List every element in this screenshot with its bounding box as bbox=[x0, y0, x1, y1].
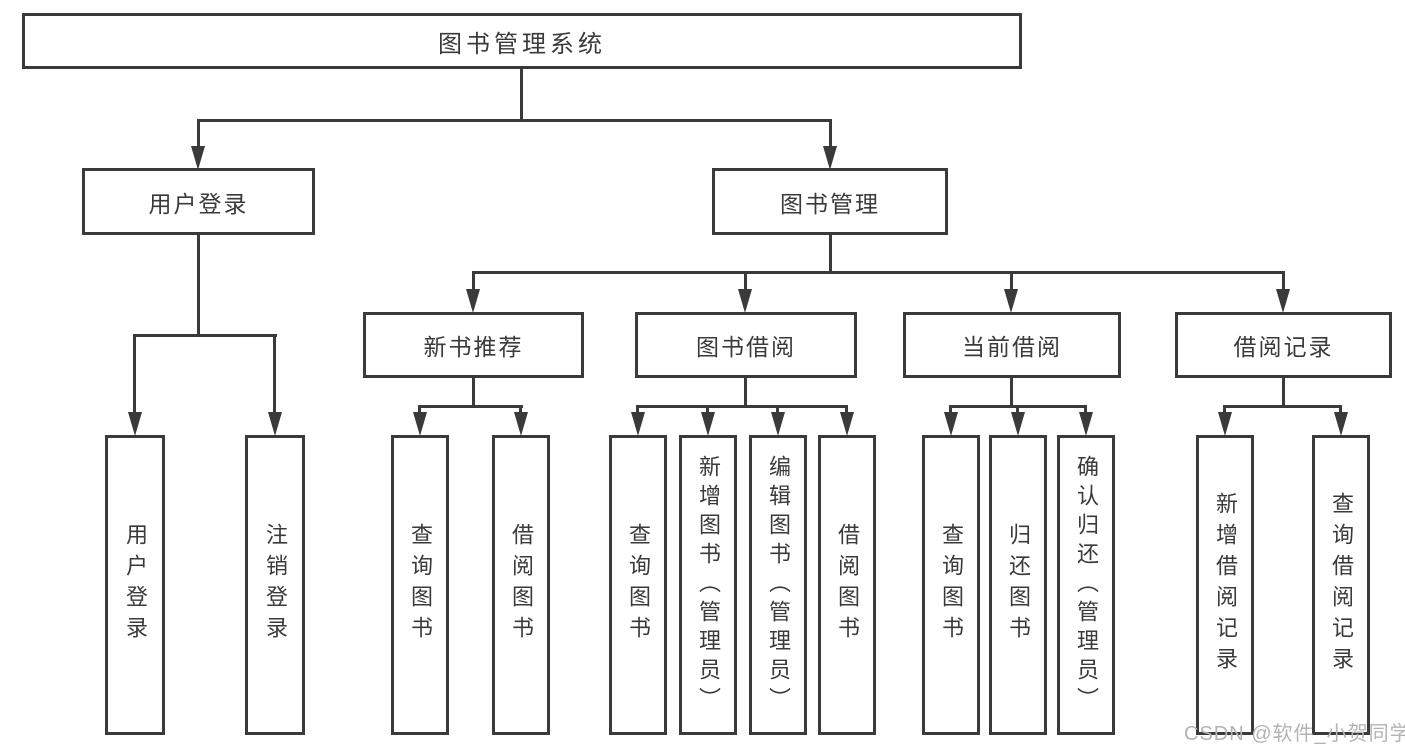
connector-line bbox=[949, 405, 952, 416]
arrowhead-icon bbox=[1334, 412, 1348, 436]
leaf-borrow-books: 借阅图书 bbox=[818, 435, 876, 735]
connector-line bbox=[418, 405, 523, 408]
leaf-label: 新增借阅记录 bbox=[1213, 492, 1238, 678]
arrowhead-icon bbox=[840, 412, 854, 436]
arrowhead-icon bbox=[771, 412, 785, 436]
connector-line bbox=[1282, 271, 1285, 293]
leaf-add-borrow-record: 新增借阅记录 bbox=[1196, 435, 1254, 735]
connector-line bbox=[519, 405, 522, 416]
node-new-book-recommendation: 新书推荐 bbox=[363, 312, 584, 378]
node-borrowing-records: 借阅记录 bbox=[1175, 312, 1392, 378]
connector-line bbox=[418, 405, 421, 416]
connector-line bbox=[133, 334, 277, 337]
node-root-library-system: 图书管理系统 bbox=[22, 13, 1022, 69]
connector-line bbox=[472, 271, 475, 293]
arrowhead-icon bbox=[1276, 289, 1290, 313]
connector-line bbox=[197, 119, 200, 149]
connector-line bbox=[636, 405, 848, 408]
arrowhead-icon bbox=[1218, 412, 1232, 436]
connector-line bbox=[197, 235, 200, 337]
leaf-label: 查询图书 bbox=[939, 523, 964, 647]
leaf-return-books: 归还图书 bbox=[989, 435, 1047, 735]
connector-line bbox=[1084, 405, 1087, 416]
connector-line bbox=[845, 405, 848, 416]
leaf-add-books-admin: 新增图书（管理员） bbox=[679, 435, 737, 735]
leaf-confirm-return-admin: 确认归还（管理员） bbox=[1057, 435, 1115, 735]
arrowhead-icon bbox=[701, 412, 715, 436]
connector-line bbox=[1223, 405, 1226, 416]
arrowhead-icon bbox=[823, 146, 837, 170]
connector-line bbox=[1010, 271, 1013, 293]
leaf-query-borrow-records: 查询借阅记录 bbox=[1312, 435, 1370, 735]
connector-line bbox=[273, 334, 276, 416]
connector-line bbox=[1282, 378, 1285, 408]
node-label: 新书推荐 bbox=[423, 334, 524, 360]
connector-line bbox=[829, 119, 832, 149]
connector-line bbox=[520, 68, 523, 122]
node-label: 用户登录 bbox=[148, 190, 249, 217]
leaf-label: 借阅图书 bbox=[509, 523, 534, 647]
leaf-label: 查询图书 bbox=[626, 523, 651, 647]
leaf-user-login: 用户登录 bbox=[105, 435, 165, 735]
arrowhead-icon bbox=[466, 289, 480, 313]
connector-line bbox=[472, 378, 475, 408]
leaf-recommend-borrow-books: 借阅图书 bbox=[492, 435, 550, 735]
node-book-management-module: 图书管理 bbox=[712, 168, 948, 235]
node-current-borrowing: 当前借阅 bbox=[903, 312, 1121, 378]
leaf-label: 借阅图书 bbox=[835, 523, 860, 647]
leaf-edit-books-admin: 编辑图书（管理员） bbox=[749, 435, 807, 735]
node-label: 图书管理系统 bbox=[438, 30, 606, 58]
leaf-label: 归还图书 bbox=[1006, 523, 1031, 647]
connector-line bbox=[1223, 405, 1342, 408]
node-label: 图书借阅 bbox=[696, 334, 796, 360]
arrowhead-icon bbox=[413, 412, 427, 436]
leaf-label: 确认归还（管理员） bbox=[1074, 454, 1099, 716]
arrowhead-icon bbox=[1079, 412, 1093, 436]
connector-line bbox=[197, 119, 832, 122]
connector-line bbox=[706, 405, 709, 416]
leaf-label: 用户登录 bbox=[123, 523, 148, 647]
connector-line bbox=[636, 405, 639, 416]
csdn-watermark: CSDN @软件_小贺同学 bbox=[1184, 723, 1405, 745]
leaf-label: 新增图书（管理员） bbox=[696, 454, 721, 716]
arrowhead-icon bbox=[631, 412, 645, 436]
connector-line bbox=[829, 235, 832, 274]
arrowhead-icon bbox=[738, 289, 752, 313]
connector-line bbox=[1016, 405, 1019, 416]
node-label: 当前借阅 bbox=[962, 334, 1062, 360]
arrowhead-icon bbox=[944, 412, 958, 436]
leaf-label: 查询图书 bbox=[408, 523, 433, 647]
arrowhead-icon bbox=[514, 412, 528, 436]
connector-line bbox=[744, 271, 747, 293]
arrowhead-icon bbox=[1004, 289, 1018, 313]
connector-line bbox=[1010, 378, 1013, 408]
leaf-logout: 注销登录 bbox=[245, 435, 305, 735]
leaf-label: 查询借阅记录 bbox=[1329, 492, 1354, 678]
leaf-borrow-query-books: 查询图书 bbox=[609, 435, 667, 735]
connector-line bbox=[1339, 405, 1342, 416]
arrowhead-icon bbox=[268, 412, 282, 436]
leaf-current-query-books: 查询图书 bbox=[922, 435, 980, 735]
arrowhead-icon bbox=[191, 146, 205, 170]
connector-line bbox=[133, 334, 136, 416]
arrowhead-icon bbox=[128, 412, 142, 436]
connector-line bbox=[472, 271, 1284, 274]
connector-line bbox=[744, 378, 747, 408]
node-label: 图书管理 bbox=[780, 190, 880, 217]
leaf-label: 编辑图书（管理员） bbox=[766, 454, 791, 716]
connector-line bbox=[776, 405, 779, 416]
leaf-label: 注销登录 bbox=[263, 523, 288, 647]
node-user-login-module: 用户登录 bbox=[82, 168, 315, 235]
arrowhead-icon bbox=[1011, 412, 1025, 436]
node-book-borrowing: 图书借阅 bbox=[635, 312, 857, 378]
node-label: 借阅记录 bbox=[1233, 334, 1334, 360]
leaf-recommend-query-books: 查询图书 bbox=[391, 435, 449, 735]
